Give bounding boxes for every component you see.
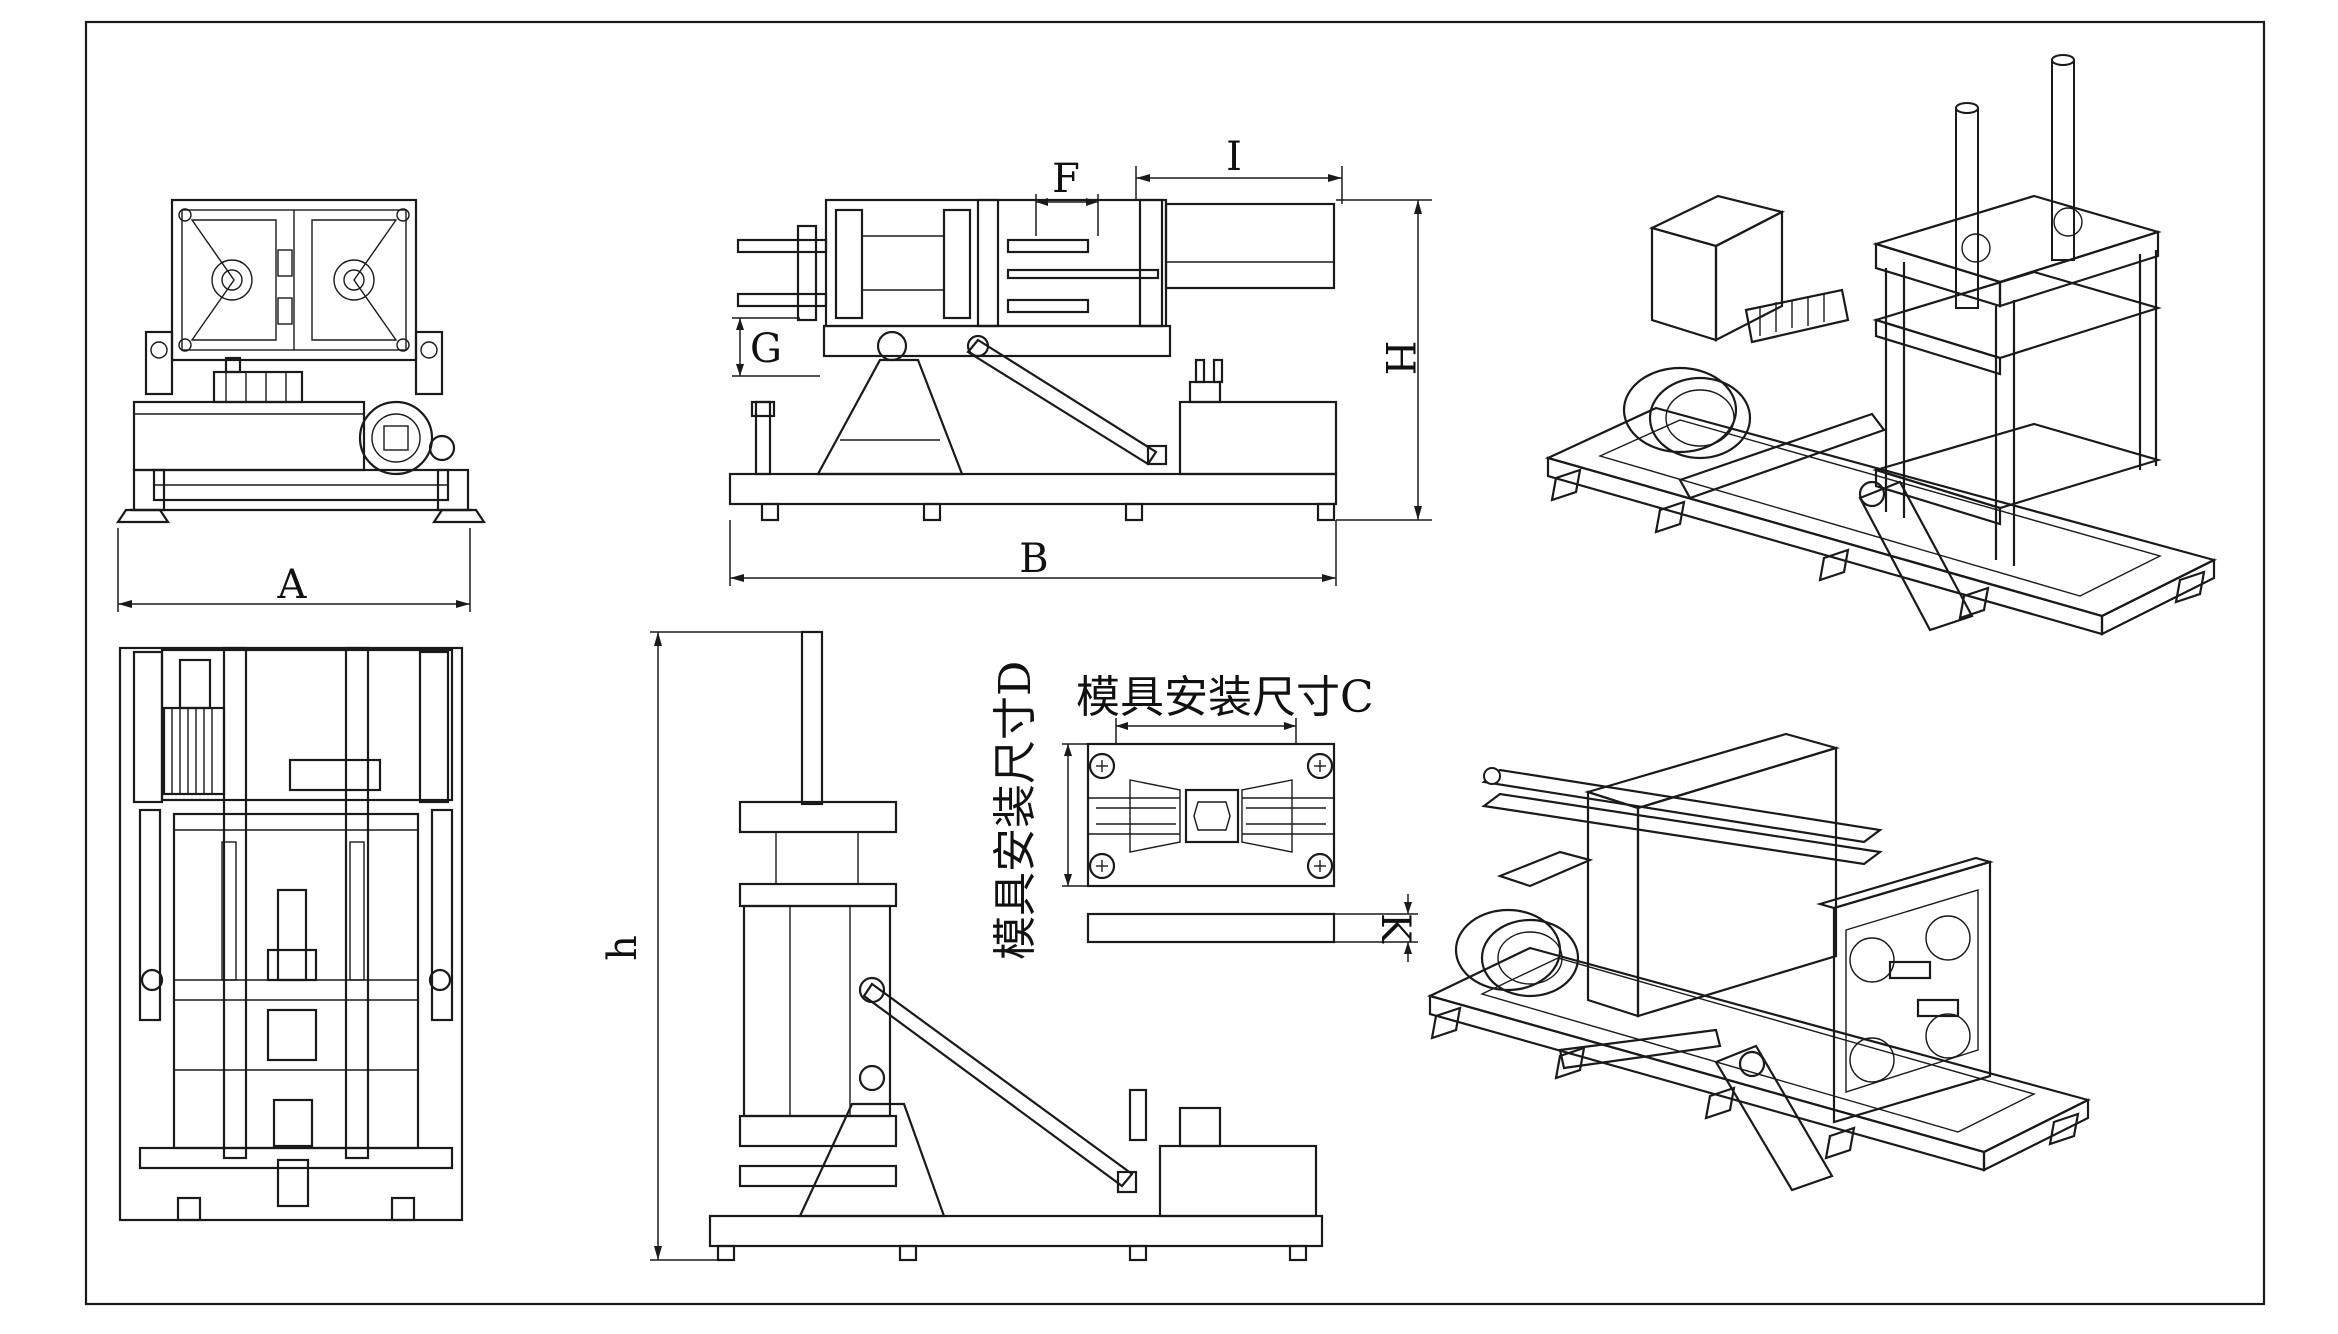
tilted-side-view — [708, 630, 1324, 1262]
dimension-f: F — [1035, 156, 1099, 236]
front-view — [115, 198, 487, 524]
dim-h-label: H — [1376, 341, 1422, 376]
mold-size-c-label: 模具安装尺寸C — [1076, 672, 1374, 723]
dimension-d: 模具安装尺寸D — [990, 661, 1088, 960]
dim-a-label: A — [277, 562, 308, 608]
sheet-border — [84, 20, 2266, 1306]
mold-plate-detail — [1086, 742, 1336, 944]
dimension-i: I — [1135, 134, 1343, 204]
dimension-small-h: h — [600, 631, 802, 1261]
dimension-b: B — [729, 520, 1337, 586]
isometric-view-tilted — [1426, 732, 2092, 1192]
dim-f-label: F — [1052, 156, 1080, 202]
dimension-k: K — [1334, 894, 1418, 962]
dimension-c: 模具安装尺寸C — [1076, 672, 1374, 744]
dim-small-h-label: h — [600, 935, 646, 961]
isometric-view-upright — [1544, 54, 2218, 636]
dimension-h: H — [1336, 199, 1432, 521]
mold-size-d-label: 模具安装尺寸D — [990, 661, 1041, 960]
dim-g-label: G — [750, 326, 782, 372]
dimension-a: A — [117, 528, 471, 612]
top-view — [118, 646, 464, 1222]
dim-i-label: I — [1226, 134, 1242, 180]
dim-b-label: B — [1019, 536, 1048, 582]
dimension-g: G — [732, 317, 820, 377]
side-view — [728, 198, 1338, 522]
dim-k-label: K — [1372, 913, 1418, 944]
